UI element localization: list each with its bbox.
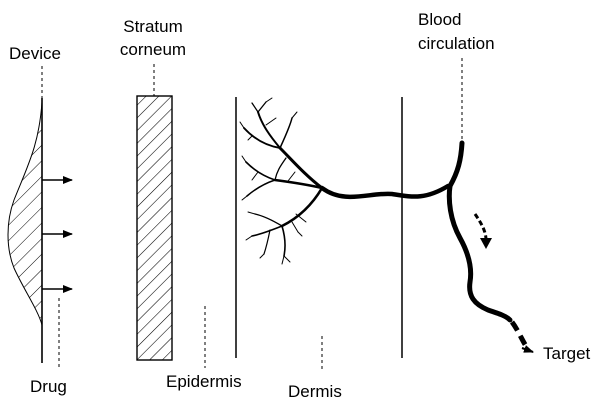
dermis-label: Dermis xyxy=(288,381,342,402)
stratum-corneum-label-line1: Stratum xyxy=(118,16,188,37)
target-label: Target xyxy=(543,343,590,364)
device-label: Device xyxy=(9,43,61,64)
drug-label: Drug xyxy=(30,376,67,397)
blood-vessel xyxy=(449,143,510,320)
vessel-to-target-dashed xyxy=(512,322,526,346)
drug-concentration-profile xyxy=(8,102,42,325)
stratum-corneum-layer xyxy=(137,96,172,360)
blood-circulation-label-line1: Blood xyxy=(418,9,461,30)
blood-circulation-label-line2: circulation xyxy=(418,33,495,54)
target-arrow xyxy=(522,348,533,352)
epidermis-label: Epidermis xyxy=(166,371,242,392)
flow-direction-arrow xyxy=(475,214,486,240)
stratum-corneum-label-line2: corneum xyxy=(118,39,188,60)
flow-arrow-head xyxy=(480,238,492,249)
capillary-network xyxy=(240,98,448,264)
